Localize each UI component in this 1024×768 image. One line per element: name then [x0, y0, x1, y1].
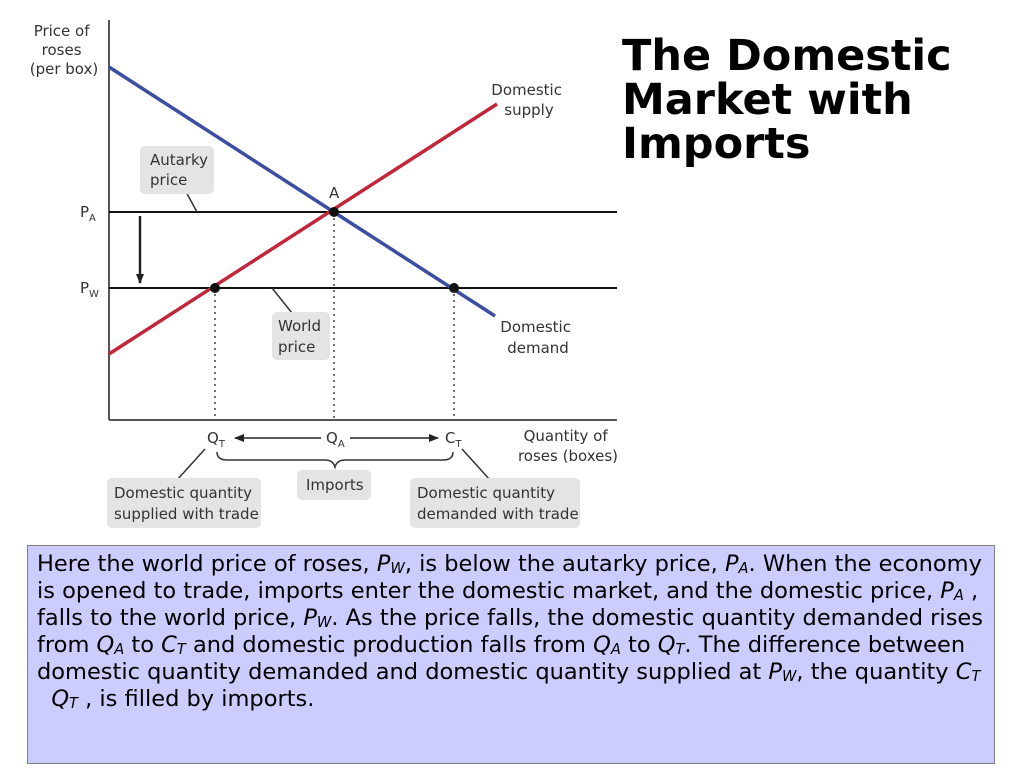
x-axis-label: Quantity of roses (boxes) [518, 427, 618, 465]
y-axis-label-line-1: Price of [34, 22, 91, 40]
demanded-callout-box [410, 478, 580, 528]
imports-callout-box [297, 470, 371, 500]
price-label-pw: PW [80, 279, 99, 300]
domestic-demand-curve [108, 65, 496, 318]
world-price-callout-box [272, 312, 330, 360]
qty-label-ct: CT [445, 429, 462, 450]
caption-box: Here the world price of roses, PW, is be… [27, 545, 995, 764]
demand-label: Domestic demand [500, 318, 575, 357]
supplied-callout-text: Domestic quantity supplied with trade [114, 484, 259, 523]
point-qt [210, 283, 220, 293]
demanded-callout-leader [461, 448, 491, 481]
imports-callout-text: Imports [306, 476, 364, 494]
autarky-callout-box [140, 146, 214, 194]
imports-brace [216, 451, 454, 470]
supplied-callout-leader [176, 448, 206, 481]
y-axis-label-line-3: (per box) [30, 60, 99, 78]
demanded-callout-text: Domestic quantity demanded with trade [417, 484, 579, 523]
title-line-2: Market with [622, 75, 913, 125]
title-line-3: Imports [622, 119, 811, 169]
world-price-callout-leader [271, 287, 293, 314]
domestic-supply-curve [108, 102, 498, 356]
supply-label: Domestic supply [491, 81, 566, 119]
qty-label-qa: QA [326, 429, 345, 450]
slide-title: The Domestic Market with Imports [622, 34, 1002, 166]
y-axis-label: Price of roses (per box) [30, 22, 99, 78]
y-axis-label-line-2: roses [42, 41, 82, 59]
world-price-callout-text: World price [278, 317, 326, 356]
point-a-label: A [329, 184, 340, 202]
supply-demand-diagram: Price of roses (per box) PA PW A Domesti… [30, 20, 618, 528]
title-line-1: The Domestic [622, 31, 952, 81]
autarky-callout-text: Autarky price [150, 151, 213, 189]
equilibrium-point-a [329, 207, 339, 217]
supplied-callout-box [107, 478, 261, 528]
price-label-pa: PA [80, 203, 96, 224]
point-ct [449, 283, 459, 293]
qty-label-qt: QT [207, 429, 226, 450]
